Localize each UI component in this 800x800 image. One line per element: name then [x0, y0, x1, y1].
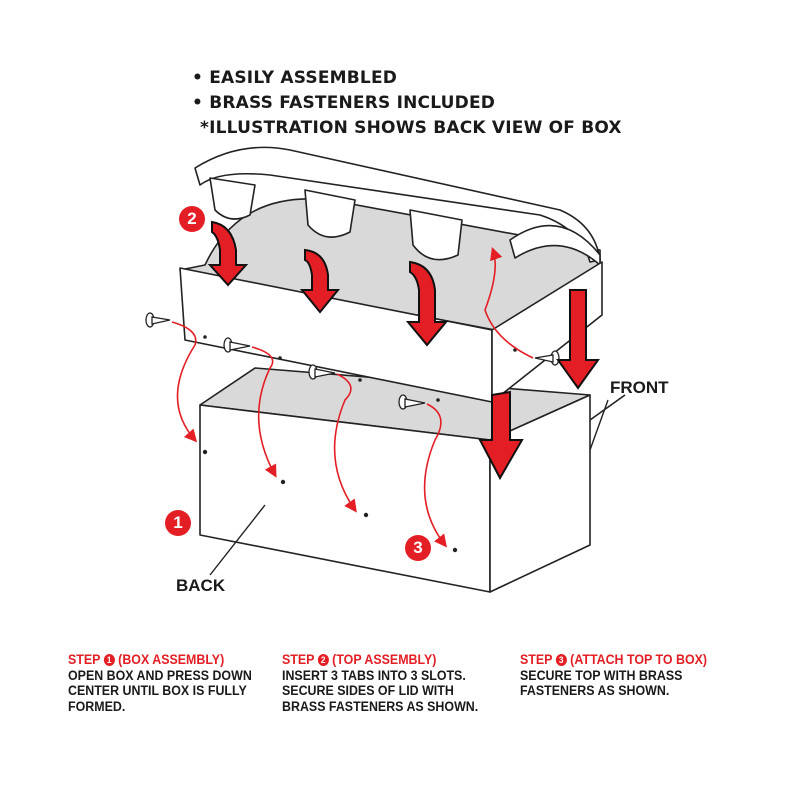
step-number-icon: 3 — [555, 654, 567, 666]
back-label: BACK — [176, 576, 226, 595]
front-label: FRONT — [610, 378, 669, 397]
feature-list: EASILY ASSEMBLED BRASS FASTENERS INCLUDE… — [192, 66, 622, 141]
down-arrow-icons — [207, 220, 600, 481]
step-text: OPEN BOX AND PRESS DOWN CENTER UNTIL BOX… — [68, 667, 252, 714]
illustration-note: *ILLUSTRATION SHOWS BACK VIEW OF BOX — [200, 118, 622, 138]
tab — [409, 209, 463, 261]
step-3-instructions: STEP 3 (ATTACH TOP TO BOX) SECURE TOP WI… — [520, 652, 718, 699]
step-1-badge: 1 — [165, 510, 191, 536]
step-3-badge: 3 — [405, 535, 431, 561]
tab — [304, 189, 356, 238]
lid-arch-right — [509, 224, 601, 266]
step-prefix: STEP — [282, 652, 315, 667]
step-text: INSERT 3 TABS INTO 3 SLOTS. SECURE SIDES… — [282, 667, 479, 714]
tab — [209, 177, 256, 220]
step-number-icon: 2 — [317, 654, 329, 666]
step-title: (BOX ASSEMBLY) — [118, 652, 225, 667]
bullet-item: EASILY ASSEMBLED — [192, 66, 622, 91]
step-text: SECURE TOP WITH BRASS FASTENERS AS SHOWN… — [520, 667, 683, 699]
step-number-icon: 1 — [103, 654, 115, 666]
step-title: (TOP ASSEMBLY) — [332, 652, 437, 667]
step-2-badge: 2 — [179, 206, 205, 232]
step-prefix: STEP — [68, 652, 101, 667]
brass-fastener-icons — [145, 312, 560, 410]
step-prefix: STEP — [520, 652, 553, 667]
step-2-instructions: STEP 2 (TOP ASSEMBLY) INSERT 3 TABS INTO… — [282, 652, 494, 714]
fastener-path-arrows — [171, 246, 534, 548]
step-1-instructions: STEP 1 (BOX ASSEMBLY) OPEN BOX AND PRESS… — [68, 652, 257, 714]
step-title: (ATTACH TOP TO BOX) — [570, 652, 708, 667]
bullet-item: BRASS FASTENERS INCLUDED — [192, 91, 622, 116]
